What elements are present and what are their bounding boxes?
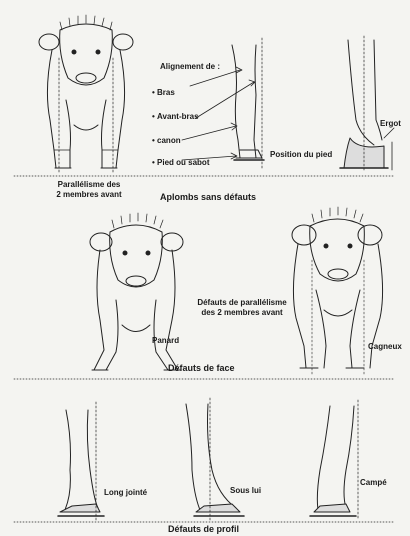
caption-face: Défauts de face <box>168 363 235 373</box>
campe-label: Campé <box>360 478 387 488</box>
foot-position-label: Position du pied <box>270 150 332 160</box>
hoof-position-figure <box>340 36 394 172</box>
alignment-item-canon: canon <box>152 136 181 146</box>
leg-long-jointe <box>58 402 104 520</box>
ergot-label: Ergot <box>380 119 401 129</box>
long-jointe-label: Long jointé <box>104 488 147 498</box>
profile-leg-alignment <box>182 38 264 168</box>
alignment-title: Alignement de : <box>160 62 220 72</box>
alignment-item-bras: Bras <box>152 88 175 98</box>
caption-aplombs: Aplombs sans défauts <box>160 192 256 202</box>
leg-sous-lui <box>186 398 244 520</box>
parallel-label: Parallélisme des 2 membres avant <box>44 180 134 200</box>
cow-front-panard <box>90 213 183 370</box>
alignment-item-pied: Pied ou sabot <box>152 158 209 168</box>
parallelism-defect-label: Défauts de parallélisme des 2 membres av… <box>188 298 296 318</box>
sous-lui-label: Sous lui <box>230 486 261 496</box>
cagneux-label: Cagneux <box>368 342 402 352</box>
alignment-item-avant-bras: Avant-bras <box>152 112 199 122</box>
caption-profil: Défauts de profil <box>168 524 239 534</box>
cow-front-view-correct <box>39 15 133 172</box>
leg-campe <box>310 400 358 520</box>
panard-label: Panard <box>152 336 179 346</box>
